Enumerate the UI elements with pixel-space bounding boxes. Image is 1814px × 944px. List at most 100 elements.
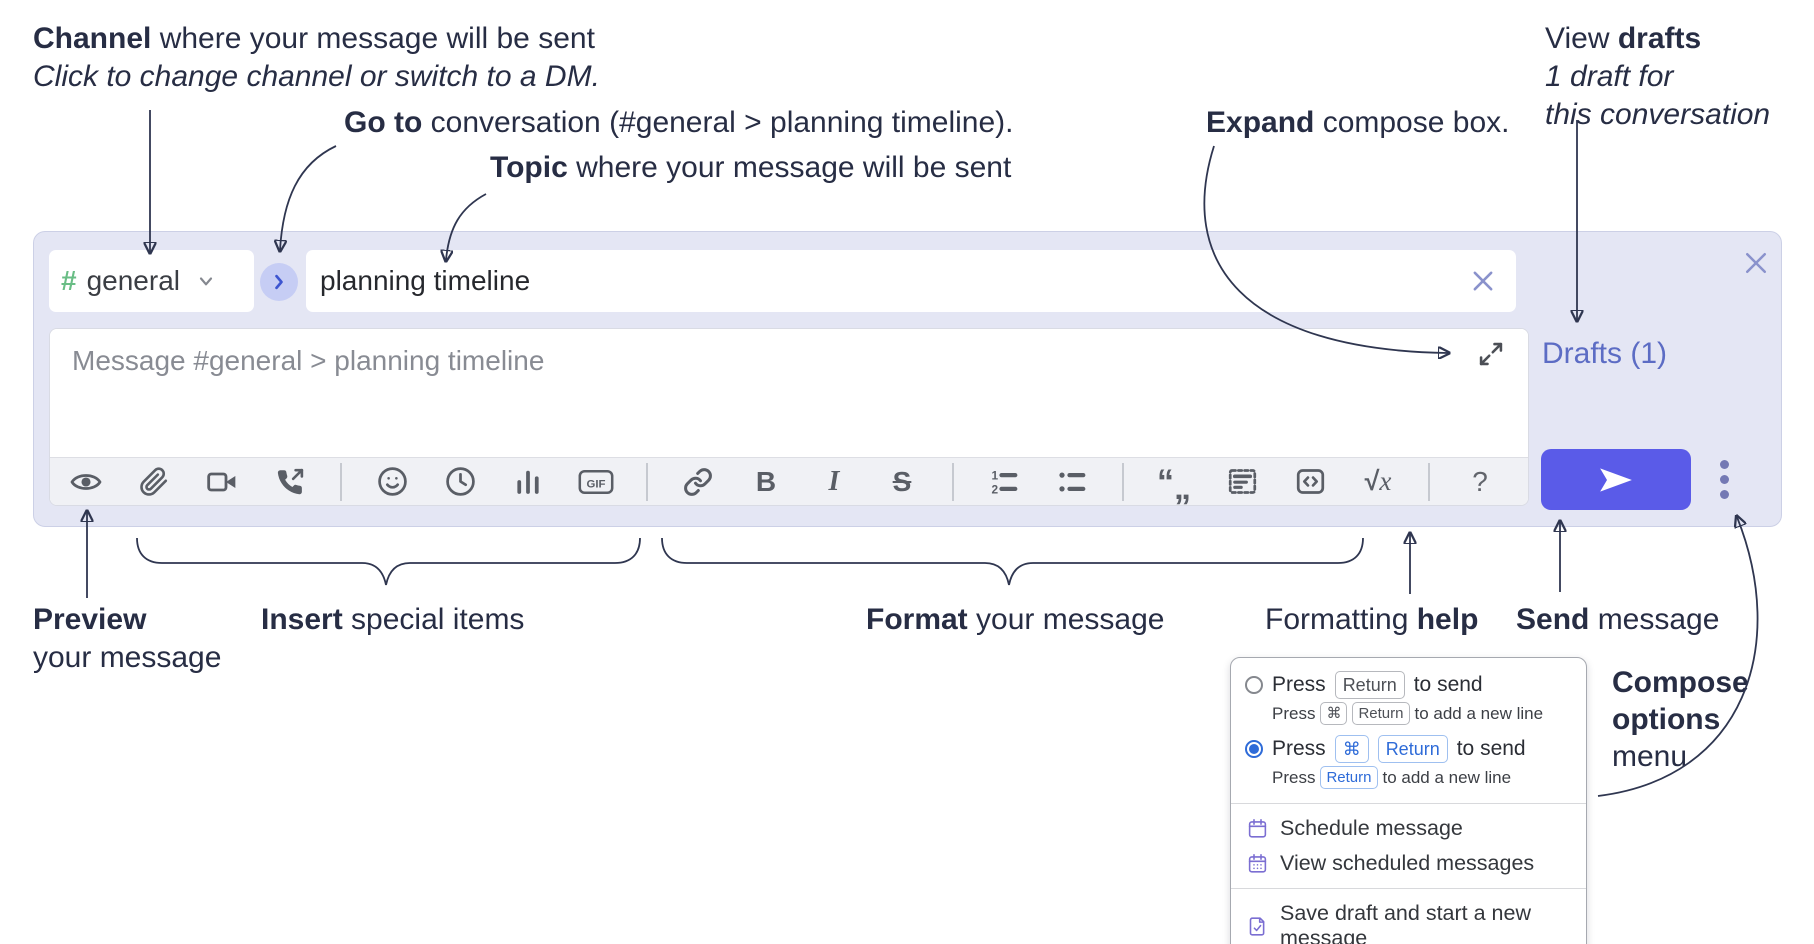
expand-annotation: Expand compose box. xyxy=(1206,106,1510,139)
format-brace xyxy=(661,537,1364,586)
link-button[interactable] xyxy=(680,464,716,500)
channel-annotation-rest: where your message will be sent xyxy=(151,22,595,55)
format-annotation: Format your message xyxy=(866,603,1165,636)
bulleted-list-button[interactable] xyxy=(1054,464,1090,500)
kbd-cmd: ⌘ xyxy=(1334,735,1369,763)
code-icon xyxy=(1296,469,1324,494)
menu-item-schedule-message[interactable]: Schedule message xyxy=(1231,811,1586,846)
eye-icon xyxy=(70,473,102,490)
send-button[interactable] xyxy=(1541,449,1691,510)
video-call-button[interactable] xyxy=(204,464,240,500)
attach-file-button[interactable] xyxy=(136,464,172,500)
emoji-button[interactable] xyxy=(374,464,410,500)
enter-sends-option-sub: Press ⌘ Return to add a new line xyxy=(1231,702,1586,732)
toolbar-divider xyxy=(1428,462,1430,501)
poll-button[interactable] xyxy=(510,464,546,500)
audio-call-button[interactable] xyxy=(272,464,308,500)
radio-selected-icon[interactable] xyxy=(1245,740,1263,758)
insert-annotation: Insert special items xyxy=(261,603,525,636)
svg-text:GIF: GIF xyxy=(587,478,606,490)
quote-icon: “„ xyxy=(1157,462,1191,506)
kbd-return: Return xyxy=(1377,735,1448,763)
clear-topic-button[interactable] xyxy=(1469,266,1499,296)
send-annotation: Send message xyxy=(1516,603,1720,636)
chevron-down-icon xyxy=(199,277,213,286)
menu-divider xyxy=(1231,803,1586,804)
go-to-conversation-button[interactable] xyxy=(260,263,298,301)
smiley-icon xyxy=(377,467,407,496)
compose-options-button[interactable] xyxy=(1713,457,1735,501)
kbd-return: Return xyxy=(1320,766,1378,789)
bold-button[interactable]: B xyxy=(748,464,784,500)
calendar-grid-icon xyxy=(1248,853,1267,873)
compose-options-annotation: Compose options menu xyxy=(1612,666,1749,773)
math-button[interactable]: √x xyxy=(1360,464,1396,500)
calendar-icon xyxy=(1248,818,1267,838)
time-button[interactable] xyxy=(442,464,478,500)
formatting-help-button[interactable]: ? xyxy=(1462,464,1498,500)
kbd-return: Return xyxy=(1352,702,1410,725)
send-arrow-icon xyxy=(1600,467,1632,492)
topic-input[interactable] xyxy=(306,250,1516,312)
code-button[interactable] xyxy=(1292,464,1328,500)
kbd-cmd: ⌘ xyxy=(1320,702,1348,725)
gif-icon: GIF xyxy=(578,469,614,494)
menu-item-save-draft[interactable]: Save draft and start a new message xyxy=(1231,896,1586,944)
channel-annotation-bold: Channel xyxy=(33,22,152,55)
math-icon: √x xyxy=(1364,466,1392,496)
channel-annotation: Channel where your message will be sent … xyxy=(33,20,600,96)
phone-outgoing-icon xyxy=(277,468,304,494)
cmd-enter-sends-option[interactable]: Press ⌘ Return to send xyxy=(1231,732,1586,766)
expand-compose-button[interactable] xyxy=(1477,340,1505,368)
strikethrough-button[interactable]: S xyxy=(884,464,920,500)
svg-text:1: 1 xyxy=(992,468,999,482)
goto-annotation: Go to conversation (#general > planning … xyxy=(344,106,1014,139)
message-box: GIF B I S 12 “„ √x ? xyxy=(49,328,1529,506)
drafts-annotation: View drafts 1 draft for this conversatio… xyxy=(1545,22,1771,131)
ellipsis-dot xyxy=(1719,459,1729,469)
gif-button[interactable]: GIF xyxy=(578,464,614,500)
channel-hash-icon: # xyxy=(61,265,77,296)
preview-annotation: Preview your message xyxy=(33,603,222,674)
bold-icon: B xyxy=(755,465,777,497)
spoiler-icon xyxy=(1228,469,1256,494)
toolbar-divider xyxy=(340,462,342,501)
channel-selector[interactable]: # general xyxy=(49,250,254,312)
enter-sends-option[interactable]: Press Return to send xyxy=(1231,668,1586,702)
compose-box: # general xyxy=(33,231,1782,527)
clock-icon xyxy=(445,467,475,496)
close-compose-button[interactable] xyxy=(1741,248,1771,278)
insert-brace xyxy=(136,537,641,586)
link-icon xyxy=(684,467,712,496)
draft-check-icon xyxy=(1249,916,1265,936)
spoiler-button[interactable] xyxy=(1224,464,1260,500)
menu-divider xyxy=(1231,888,1586,889)
topic-input-wrap xyxy=(306,250,1516,312)
strikethrough-icon: S xyxy=(892,465,912,497)
compose-options-menu-popup: Press Return to send Press ⌘ Return to a… xyxy=(1230,657,1587,944)
bulleted-list-icon xyxy=(1059,472,1086,491)
close-icon xyxy=(1746,253,1766,273)
message-input[interactable] xyxy=(50,329,1528,457)
toolbar-divider xyxy=(952,462,954,501)
paperclip-icon xyxy=(140,466,168,496)
close-icon xyxy=(1473,271,1493,291)
bar-chart-icon xyxy=(517,470,539,494)
preview-button[interactable] xyxy=(68,464,104,500)
expand-diagonal-icon xyxy=(1479,342,1503,366)
cmd-enter-sends-option-sub: Press Return to add a new line xyxy=(1231,766,1586,796)
numbered-list-icon: 12 xyxy=(992,468,1018,496)
italic-button[interactable]: I xyxy=(816,464,852,500)
quote-button[interactable]: “„ xyxy=(1156,462,1192,506)
channel-name: general xyxy=(86,265,180,296)
italic-icon: I xyxy=(828,465,840,497)
chevron-right-icon xyxy=(275,274,283,290)
drafts-link[interactable]: Drafts (1) xyxy=(1542,337,1668,370)
radio-unselected-icon[interactable] xyxy=(1245,676,1263,694)
menu-item-view-scheduled[interactable]: View scheduled messages xyxy=(1231,846,1586,881)
svg-text:2: 2 xyxy=(992,482,999,496)
toolbar-divider xyxy=(1122,462,1124,501)
topic-annotation: Topic where your message will be sent xyxy=(490,151,1012,184)
